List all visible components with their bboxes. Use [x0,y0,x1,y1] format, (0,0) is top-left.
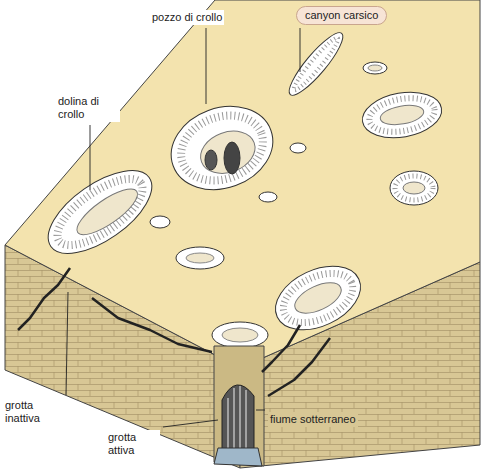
top-face [5,0,480,368]
node-text: canyon carsico [305,9,378,21]
part-label-box: grotta attiva [106,430,160,458]
part-label: dolina di crollo [58,95,99,120]
leader-line [300,28,301,72]
highlight-label-box: canyon carsico [296,6,387,25]
part-label-box: pozzo di crollo [150,10,224,25]
part-label: pozzo di crollo [152,11,222,23]
cave-cracks [18,268,330,396]
leader-line [206,28,207,104]
leader-line [256,410,265,411]
part-label: grotta inattiva [5,399,40,424]
leader-line [66,292,68,395]
part-label-box: grotta inattiva [3,398,63,426]
part-label: grotta attiva [108,431,136,456]
leader-line [163,420,218,427]
part-label-box: dolina di crollo [56,94,120,122]
leader-line [90,125,91,190]
part-label-box: fiume sotterraneo [268,412,358,427]
part-label: fiume sotterraneo [270,413,356,425]
river-cave-section [214,346,264,466]
